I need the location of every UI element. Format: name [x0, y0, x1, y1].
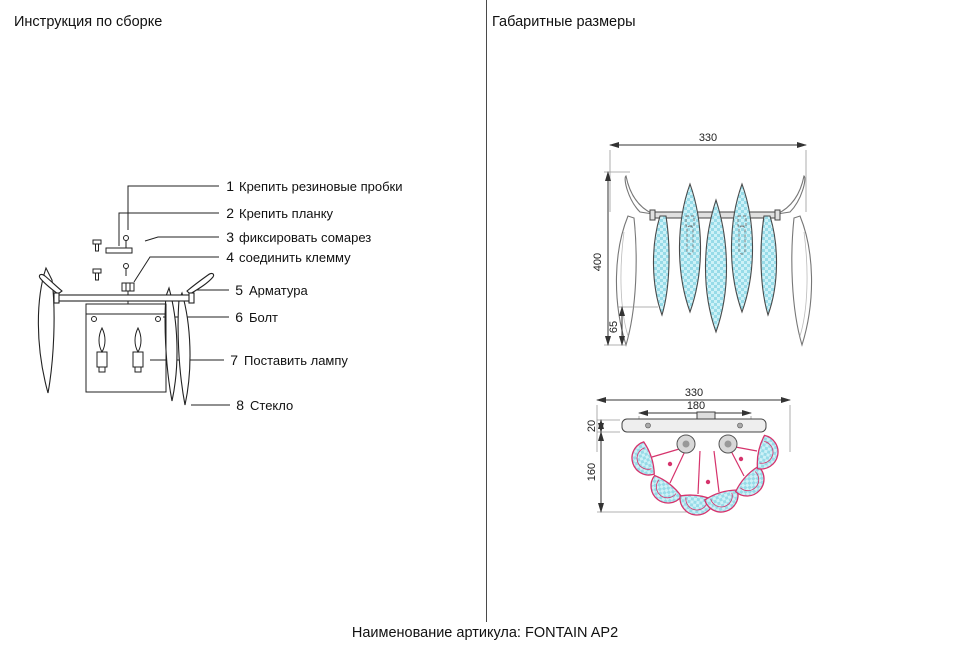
callout-label-3: фиксировать сомарез: [239, 230, 371, 245]
callout-num-1: 1: [226, 178, 234, 194]
top-view: 330 180 20 160: [586, 387, 791, 518]
lamp-socket-center: [724, 440, 732, 448]
glass-petal-right-outer: [177, 291, 191, 406]
arm-right: [186, 272, 215, 295]
rubber-plug-icon: [95, 243, 99, 252]
callout-num-3: 3: [226, 229, 234, 245]
front-view: 330 400 65: [592, 132, 813, 347]
callout-labels: 1 Крепить резиновые пробки 2 Крепить пла…: [226, 178, 402, 413]
glass-side-right: [760, 215, 778, 317]
glass-fans: [626, 434, 782, 518]
callout-num-8: 8: [236, 397, 244, 413]
terminal-block-icon: [121, 282, 135, 292]
dim-front-width: 330: [699, 132, 717, 144]
callout-label-6: Болт: [249, 310, 278, 325]
glass-teardrop-left: [678, 182, 702, 314]
callout-num-6: 6: [235, 309, 243, 325]
plate-screw: [737, 422, 743, 429]
bar-cap-left: [649, 209, 656, 221]
arm-left: [624, 175, 654, 215]
callout-label-1: Крепить резиновые пробки: [239, 179, 402, 194]
screw-icon: [123, 263, 129, 269]
glass-teardrop-center: [704, 198, 728, 334]
glass-petal-right-inner: [164, 286, 178, 402]
top-view-dimensions: 330 180 20 160: [586, 387, 791, 513]
callout-num-2: 2: [226, 205, 234, 221]
right-panel-title: Габаритные размеры: [492, 14, 636, 30]
bar-cap-right: [188, 292, 195, 304]
article-name: Наименование артикула: FONTAIN AP2: [351, 625, 619, 641]
dim-front-bottom: 65: [608, 321, 620, 333]
callout-num-4: 4: [226, 249, 234, 265]
bar-cap-left: [53, 292, 60, 304]
callout-label-4: соединить клемму: [239, 250, 351, 265]
callout-num-5: 5: [235, 282, 243, 298]
fastener-dot: [667, 461, 673, 467]
callout-label-2: Крепить планку: [239, 206, 334, 221]
screw-icon: [123, 235, 129, 241]
bolt-icon: [155, 316, 161, 322]
glass-fan: [754, 434, 782, 473]
mounting-strip-icon: [105, 247, 133, 254]
assembly-diagram: 1 Крепить резиновые пробки 2 Крепить пла…: [37, 178, 402, 413]
glass-fan: [643, 472, 684, 511]
callout-label-5: Арматура: [249, 283, 308, 298]
rubber-plug-icon: [92, 239, 102, 245]
front-view-dimensions: 330 400 65: [592, 132, 807, 346]
hardware-icons: [92, 235, 135, 304]
glass-fan: [626, 440, 658, 481]
dim-top-width: 330: [685, 387, 703, 399]
glass-fan: [733, 464, 772, 504]
backplate: [85, 303, 167, 393]
mounting-plate: [621, 418, 767, 433]
dim-top-plate: 180: [687, 400, 705, 412]
arm-right: [776, 175, 806, 215]
bolt-icon: [91, 316, 97, 322]
rubber-plug-icon: [92, 268, 102, 274]
candle-lamp: [132, 326, 144, 373]
wall-bracket: [696, 411, 716, 420]
fastener-dot: [705, 479, 711, 485]
outer-glass-right: [791, 215, 813, 347]
glass-teardrop-right: [730, 182, 754, 314]
glass-side-left: [652, 215, 670, 317]
dimensions-diagram: 330 400 65 330 180 20: [586, 132, 813, 518]
callout-label-8: Стекло: [250, 398, 293, 413]
rubber-plug-icon: [95, 272, 99, 281]
candle-lamp: [96, 326, 108, 373]
dim-top-depth: 160: [586, 463, 598, 481]
bulb-hint: [685, 215, 747, 255]
lamp-line-drawing: [37, 266, 215, 406]
callout-label-7: Поставить лампу: [244, 353, 348, 368]
arm-left: [38, 273, 63, 295]
lamp-socket-center: [682, 440, 690, 448]
fastener-dot: [738, 456, 744, 462]
glass-petal-left: [37, 266, 55, 394]
mounting-bar: [57, 294, 191, 302]
dim-front-height: 400: [592, 253, 604, 271]
glass-striation: [620, 231, 629, 337]
dim-top-depth-small: 20: [586, 420, 598, 432]
plate-screw: [645, 422, 651, 429]
callout-num-7: 7: [230, 352, 238, 368]
panel-divider: [486, 0, 487, 622]
glass-striation: [799, 231, 808, 337]
bar-cap-right: [774, 209, 781, 221]
left-panel-title: Инструкция по сборке: [14, 14, 163, 30]
